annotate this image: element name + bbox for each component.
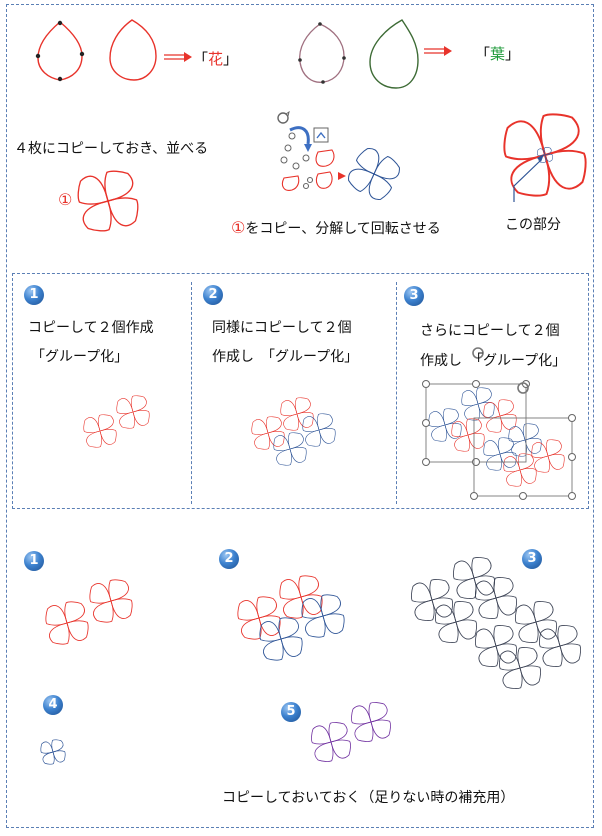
leaf-char: 葉 xyxy=(490,45,506,63)
rotate-handle-group[interactable] xyxy=(277,110,335,170)
bracket-open: 「 xyxy=(193,50,209,68)
bottom-badge-3: 3 xyxy=(522,549,542,569)
rotate-handle-icon[interactable] xyxy=(472,347,529,394)
arrow-icon xyxy=(424,46,452,56)
callout-line xyxy=(513,159,542,202)
flower-char: 花 xyxy=(208,50,224,68)
outer-frame xyxy=(6,4,594,828)
step-divider-2 xyxy=(396,282,397,504)
steps-panel xyxy=(12,273,589,509)
leaf-shape[interactable] xyxy=(369,19,419,89)
bottom-group-5[interactable] xyxy=(311,702,390,761)
bracket-close: 」 xyxy=(223,50,239,68)
bottom-badge-4: 4 xyxy=(43,695,63,715)
selection-box-1[interactable] xyxy=(422,380,530,466)
petal-shape[interactable] xyxy=(109,19,157,81)
label-this-part: この部分 xyxy=(505,217,561,233)
step3-line1: さらにコピーして２個 xyxy=(420,323,560,339)
step1-line2: 「グループ化」 xyxy=(31,349,129,365)
arrow-icon xyxy=(164,52,192,62)
instruction-copy-rotate: ①をコピー、分解して回転させる xyxy=(231,218,441,238)
step-badge-1: 1 xyxy=(24,285,44,305)
copy-rotate-text: をコピー、分解して回転させる xyxy=(245,221,441,237)
callout-arrow xyxy=(537,154,544,162)
bracket-close: 」 xyxy=(505,45,521,63)
note-spare-copy: コピーしておいておく（足りない時の補充用） xyxy=(222,790,515,806)
step-badge-2: 2 xyxy=(203,285,223,305)
pieces-red[interactable] xyxy=(281,171,333,191)
step2-group[interactable] xyxy=(252,398,336,466)
petal-shape-with-points[interactable] xyxy=(35,20,85,82)
step1-line1: コピーして２個作成 xyxy=(28,320,154,336)
step-badge-3: 3 xyxy=(404,286,424,306)
bottom-group-1[interactable] xyxy=(46,580,132,644)
step2-line1: 同様にコピーして２個 xyxy=(212,320,352,336)
step3-group[interactable] xyxy=(429,388,565,487)
label-leaf: 「葉」 xyxy=(475,43,520,64)
bottom-group-3[interactable] xyxy=(411,557,580,688)
leaf-shape-with-points[interactable] xyxy=(298,22,346,84)
bottom-group-2[interactable] xyxy=(238,576,344,660)
instruction-copy-arrange: ４枚にコピーしておき、並べる xyxy=(14,141,209,157)
selection-box-2[interactable] xyxy=(470,414,576,500)
flower-rotated-blue[interactable] xyxy=(342,142,407,207)
step2-line2: 作成し 「グループ化」 xyxy=(212,349,359,365)
bottom-badge-5: 5 xyxy=(281,702,301,722)
bracket-open: 「 xyxy=(475,45,491,63)
marker-1: ① xyxy=(58,190,73,209)
bottom-flower-4[interactable] xyxy=(41,740,65,764)
arrow-right-icon xyxy=(338,172,346,180)
label-flower: 「花」 xyxy=(193,48,238,69)
bottom-badge-1: 1 xyxy=(24,551,44,571)
step-divider-1 xyxy=(191,282,192,504)
step1-group[interactable] xyxy=(84,396,150,448)
flower-four-petals[interactable] xyxy=(78,171,138,231)
bottom-badge-2: 2 xyxy=(219,549,239,569)
marker-1-inline: ① xyxy=(231,218,246,237)
step3-line2: 作成し 「グループ化」 xyxy=(420,353,567,369)
